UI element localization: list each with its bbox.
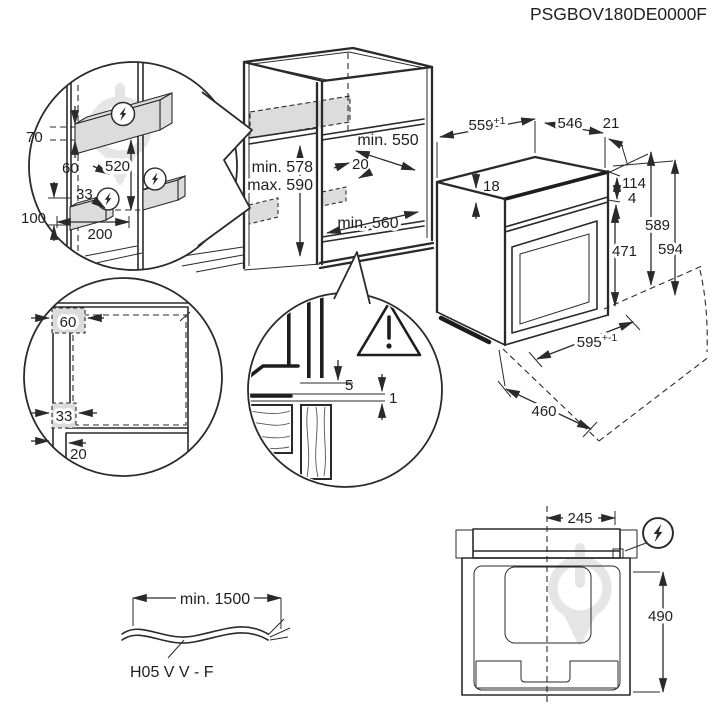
- dim-top-depth: min. 550: [357, 132, 418, 149]
- dim-door-height: 471: [612, 243, 637, 260]
- dim-corner-upper-zone: 60: [60, 314, 77, 331]
- connection-box: [612, 548, 624, 559]
- lightning-icon: [143, 167, 167, 191]
- dim-niche-min-height: min. 578: [252, 159, 313, 176]
- dim-wall-edge-offset: 60: [62, 160, 79, 177]
- worktop-wood-section: [250, 404, 332, 480]
- dim-base-depth: 460: [531, 403, 556, 420]
- dim-rear-height: 589: [645, 217, 670, 234]
- dim-top-clearance: 18: [483, 178, 500, 195]
- callout-pointer: [197, 91, 253, 247]
- detail-wall-zones: 70 60 520 33 100 200: [21, 61, 253, 271]
- door-window-inner: [519, 233, 590, 325]
- callout-pointer: [333, 251, 371, 305]
- dim-niche-width: 559+1: [468, 115, 505, 134]
- cabinet-diagram: min. 578 max. 590 min. 550 20 min. 560: [169, 46, 435, 273]
- dim-wall-top-offset: 70: [26, 129, 43, 146]
- detail-corner-zones: 60 33 20: [23, 277, 223, 477]
- oven-diagram: 559+1 546 21 18 114 4 471 589 594 595+-1: [435, 112, 711, 442]
- dim-gap-top: 5: [345, 377, 353, 394]
- warning-icon: [356, 301, 422, 357]
- cable-curve: [121, 626, 269, 644]
- model-number: PSGBOV180DE0000F: [530, 4, 707, 24]
- dim-wall-lower-height: 100: [21, 210, 46, 227]
- oven-door-handle: [438, 315, 492, 345]
- connection-zone-lower: [51, 402, 77, 429]
- dim-wall-zone-span: 520: [105, 158, 130, 175]
- connection-zone-upper: [51, 307, 86, 334]
- lightning-icon: [110, 101, 136, 127]
- dim-front-width: 595+-1: [577, 332, 618, 351]
- dim-front-height: 594: [658, 241, 683, 258]
- dim-connection-offset: 245: [567, 510, 592, 527]
- control-panel: [504, 196, 609, 233]
- dim-wall-lower-offset: 33: [76, 186, 93, 203]
- rear-view-diagram: 245 490: [455, 506, 676, 702]
- dim-depth: 546: [557, 115, 582, 132]
- dim-rear-gap: 21: [603, 115, 620, 132]
- dim-panel-height: 114: [622, 175, 646, 192]
- dim-corner-front-gap: 20: [70, 446, 87, 463]
- lightning-icon: [642, 517, 674, 549]
- dim-wall-bottom-span: 200: [87, 226, 112, 243]
- cable-type-label: H05 V V - F: [130, 664, 214, 681]
- door-window-outer: [511, 220, 598, 334]
- watermark-logo: [553, 548, 607, 645]
- power-cable-diagram: min. 1500 H05 V V - F: [121, 591, 291, 681]
- dim-front-offset: 20: [352, 156, 369, 173]
- connection-zone-pad-niche: [321, 186, 347, 207]
- dim-panel-gap: 4: [628, 190, 636, 207]
- dim-gap-bottom: 1: [389, 390, 397, 407]
- dim-corner-lower-zone: 33: [56, 408, 73, 425]
- dim-cable-min-length: min. 1500: [180, 591, 250, 608]
- connection-zone-pad-left: [248, 197, 279, 225]
- connection-zone-pad-top: [249, 95, 351, 139]
- dim-niche-max-height: max. 590: [247, 177, 313, 194]
- dim-connection-height: 490: [648, 608, 673, 625]
- detail-front-gap: 5 1: [247, 251, 443, 488]
- terminal-cover: [504, 566, 592, 644]
- lightning-icon: [96, 187, 120, 211]
